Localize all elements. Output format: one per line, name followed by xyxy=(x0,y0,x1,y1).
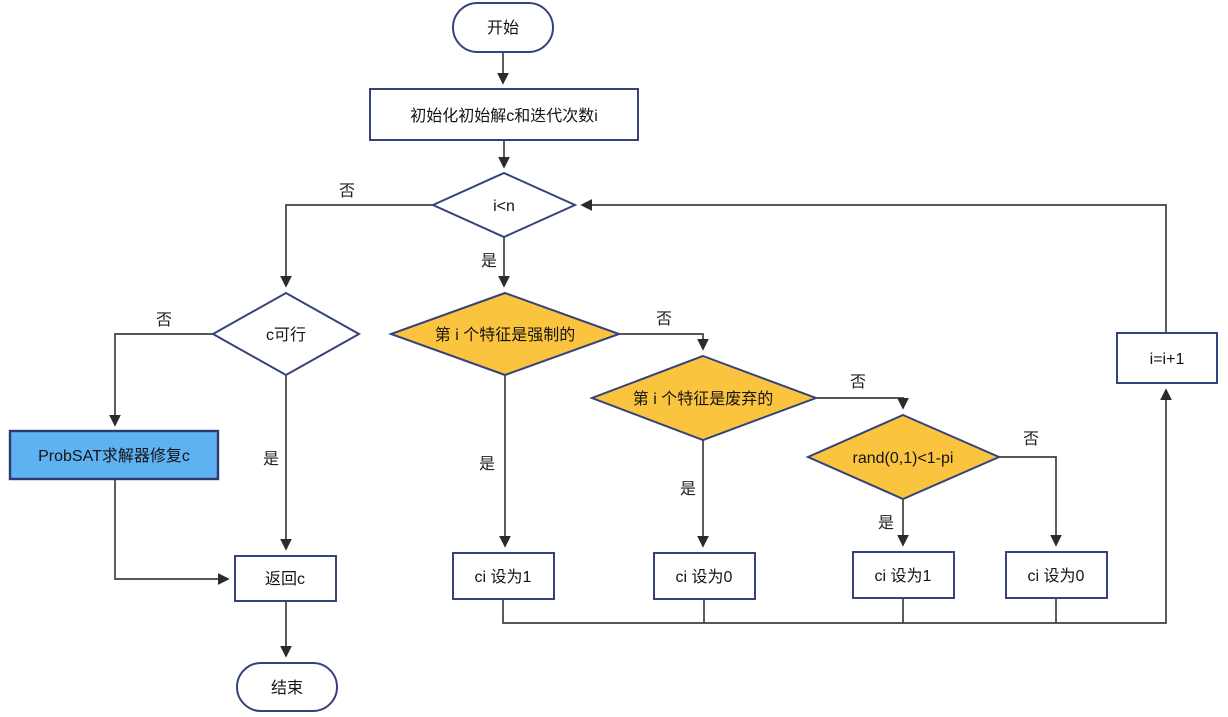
node-return-c: 返回c xyxy=(234,555,337,602)
rand-label: rand(0,1)<1-pi xyxy=(853,450,954,467)
edge-labels: 否 是 否 是 否 是 否 是 否 是 xyxy=(156,183,1039,532)
end-label: 结束 xyxy=(271,679,303,697)
set-ci-0-right-shape xyxy=(1005,551,1108,599)
edge-feasible-no xyxy=(109,333,213,427)
start-terminator-shape xyxy=(452,2,554,53)
edge-label-loop-yes: 是 xyxy=(481,253,497,270)
node-increment: i=i+1 xyxy=(1116,332,1218,384)
edge-label-dead-no: 否 xyxy=(850,374,866,391)
edge-label-loop-no: 否 xyxy=(339,183,355,200)
loop-decision-shape xyxy=(430,171,578,239)
edge-probsat-return xyxy=(114,479,230,585)
init-process-shape xyxy=(369,88,639,141)
set-ci-1-right-shape xyxy=(852,551,955,599)
mandatory-label: 第 i 个特征是强制的 xyxy=(435,326,575,344)
end-terminator-shape xyxy=(236,662,338,712)
dead-label: 第 i 个特征是废弃的 xyxy=(633,390,773,408)
mandatory-decision-shape xyxy=(388,291,622,377)
set-ci-0-left-label: ci 设为0 xyxy=(676,568,733,586)
node-start: 开始 xyxy=(452,2,554,53)
increment-process-shape xyxy=(1116,332,1218,384)
init-label: 初始化初始解c和迭代次数i xyxy=(410,107,598,125)
node-cond-feasible: c可行 xyxy=(210,291,362,377)
node-set-ci-1-left: ci 设为1 xyxy=(452,552,555,600)
set-ci-1-right-label: ci 设为1 xyxy=(875,567,932,585)
edge-increment-loopback xyxy=(580,199,1167,333)
dead-decision-shape xyxy=(589,354,819,442)
node-end: 结束 xyxy=(236,662,338,712)
nodes: 开始 初始化初始解c和迭代次数i i<n c可行 ProbSAT求解器修复c 返… xyxy=(8,2,1218,712)
return-process-shape xyxy=(234,555,337,602)
node-cond-mandatory: 第 i 个特征是强制的 xyxy=(388,291,622,377)
probsat-label: ProbSAT求解器修复c xyxy=(38,447,190,465)
set-ci-0-left-shape xyxy=(653,552,756,600)
edge-label-rand-yes: 是 xyxy=(878,515,894,532)
loop-label: i<n xyxy=(493,198,515,215)
node-set-ci-1-right: ci 设为1 xyxy=(852,551,955,599)
edge-label-mandatory-yes: 是 xyxy=(479,456,495,473)
node-cond-dead: 第 i 个特征是废弃的 xyxy=(589,354,819,442)
edge-label-feasible-yes: 是 xyxy=(263,451,279,468)
set-ci-0-right-label: ci 设为0 xyxy=(1028,567,1085,585)
set-ci-1-left-label: ci 设为1 xyxy=(475,568,532,586)
node-set-ci-0-left: ci 设为0 xyxy=(653,552,756,600)
edge-label-mandatory-no: 否 xyxy=(656,311,672,328)
rand-decision-shape xyxy=(805,413,1002,501)
node-cond-rand: rand(0,1)<1-pi xyxy=(805,413,1002,501)
edge-mandatory-no xyxy=(619,333,709,351)
edge-rand-no xyxy=(999,456,1062,547)
edge-label-feasible-no: 否 xyxy=(156,312,172,329)
edge-label-rand-no: 否 xyxy=(1023,431,1039,448)
probsat-process-shape xyxy=(8,429,220,481)
node-cond-loop: i<n xyxy=(430,171,578,239)
edge-bottom-rail xyxy=(502,388,1172,624)
edge-loop-no xyxy=(280,204,433,288)
increment-label: i=i+1 xyxy=(1150,351,1185,368)
node-probsat-repair: ProbSAT求解器修复c xyxy=(8,429,220,481)
set-ci-1-left-shape xyxy=(452,552,555,600)
feasible-label: c可行 xyxy=(266,326,306,344)
start-label: 开始 xyxy=(487,19,519,37)
edges xyxy=(109,52,1172,658)
node-set-ci-0-right: ci 设为0 xyxy=(1005,551,1108,599)
edge-label-dead-yes: 是 xyxy=(680,481,696,498)
node-init: 初始化初始解c和迭代次数i xyxy=(369,88,639,141)
edge-dead-no xyxy=(816,397,909,410)
feasible-decision-shape xyxy=(210,291,362,377)
return-label: 返回c xyxy=(265,570,305,588)
